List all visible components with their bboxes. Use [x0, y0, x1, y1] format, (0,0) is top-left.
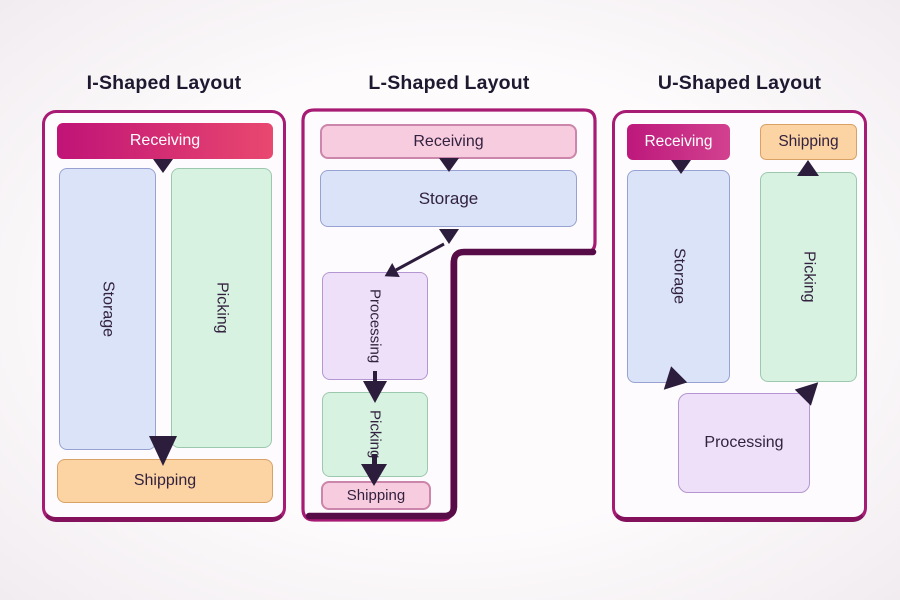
l-picking-node: Picking [322, 392, 428, 477]
u-storage-node: Storage [627, 170, 730, 383]
l-arrow-storage-processing-icon [384, 242, 445, 277]
i-picking-node: Picking [171, 168, 272, 448]
l-receiving-node: Receiving [320, 124, 577, 159]
i-storage-node: Storage [59, 168, 156, 450]
i-receiving-node: Receiving [57, 123, 273, 159]
l-picking-label: Picking [366, 410, 384, 459]
u-storage-label: Storage [670, 248, 688, 305]
l-shipping-label: Shipping [346, 487, 406, 504]
i-shipping-node: Shipping [57, 459, 273, 503]
l-receiving-label: Receiving [413, 132, 484, 150]
i-shipping-label: Shipping [133, 472, 197, 489]
u-picking-node: Picking [760, 172, 857, 382]
l-arrow-processing-picking-shaft [373, 371, 377, 383]
i-storage-label: Storage [99, 280, 117, 338]
u-shipping-label: Shipping [778, 133, 839, 150]
l-container-inner-shadow [305, 248, 597, 520]
i-receiving-label: Receiving [129, 132, 201, 149]
l-storage-label: Storage [418, 188, 479, 208]
l-shipping-node: Shipping [321, 481, 431, 510]
i-picking-label: Picking [213, 282, 231, 334]
l-shaped-title: L-Shaped Layout [368, 72, 530, 94]
i-shaped-title: I-Shaped Layout [86, 72, 242, 94]
l-processing-node: Processing [322, 272, 428, 380]
u-shipping-node: Shipping [760, 124, 857, 160]
u-receiving-node: Receiving [627, 124, 730, 160]
l-arrow-picking-shipping-shaft [372, 454, 377, 468]
u-picking-label: Picking [800, 251, 818, 303]
l-storage-node: Storage [320, 170, 577, 227]
u-shaped-title: U-Shaped Layout [657, 72, 822, 94]
u-processing-label: Processing [704, 434, 784, 451]
l-processing-label: Processing [366, 288, 384, 364]
u-receiving-label: Receiving [644, 133, 713, 150]
u-processing-node: Processing [678, 393, 810, 493]
